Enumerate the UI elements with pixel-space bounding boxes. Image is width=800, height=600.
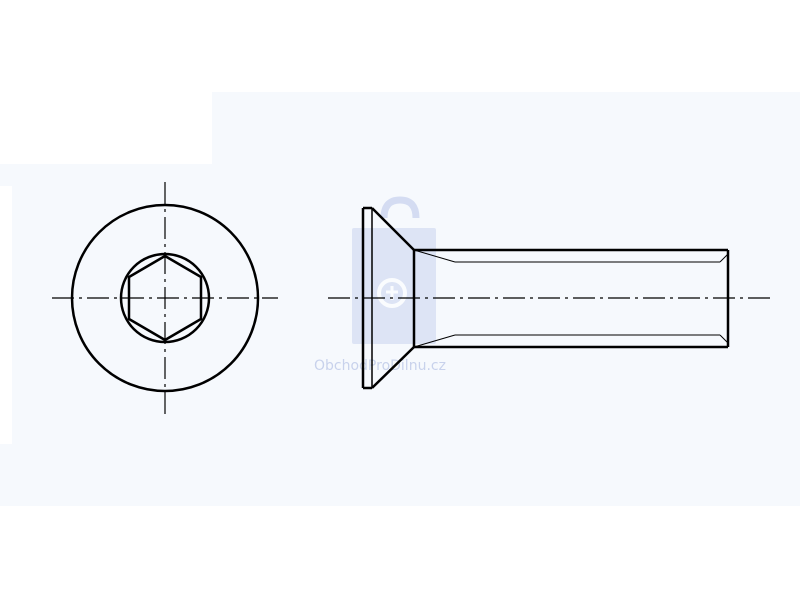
panel-notch: [0, 92, 212, 164]
cone-lower-edge: [371, 346, 415, 389]
thread-runout-bottom: [413, 334, 456, 348]
front-view: [52, 182, 278, 414]
watermark-text: ObchodProDilnu.cz: [314, 358, 446, 374]
thread-chamfer-bottom: [719, 334, 729, 344]
cone-upper-edge: [371, 207, 415, 251]
watermark-logo: [352, 196, 436, 344]
thread-runout-top: [413, 249, 456, 263]
thread-chamfer-top: [719, 253, 729, 263]
side-view: [328, 206, 770, 390]
left-edge-strip: [0, 186, 12, 444]
